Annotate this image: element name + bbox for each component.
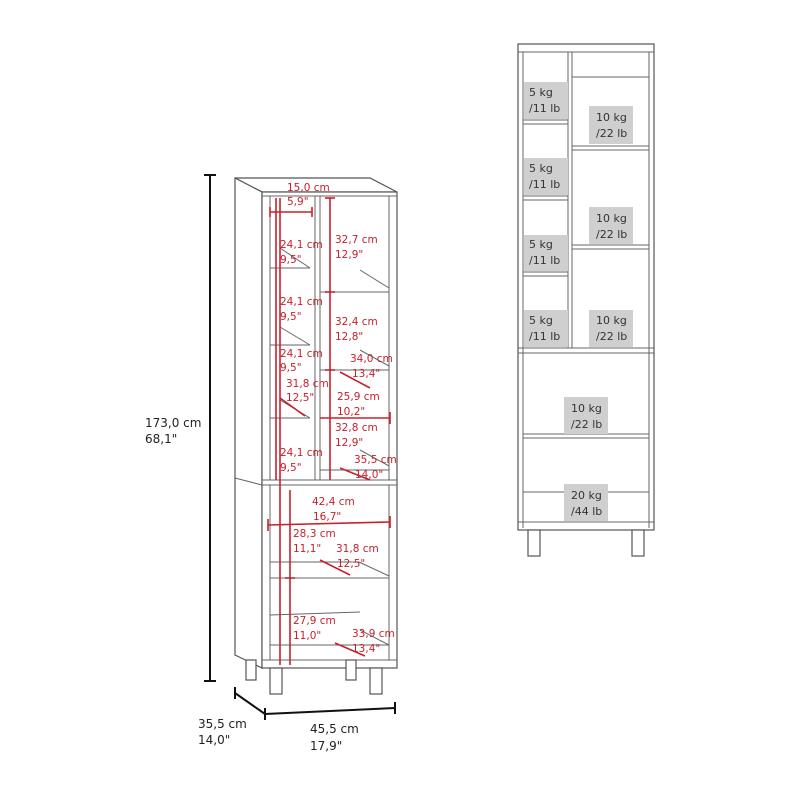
dim-label: 13,4" [352,368,380,380]
dim-label: 14,0" [355,469,383,481]
dim-label: 35,5 cm [354,454,397,466]
load-label: 5 kg [529,314,553,327]
dim-label: 9,5" [280,462,302,474]
dim-label: 12,5" [286,392,314,404]
height-label: 68,1" [145,432,177,446]
red-dimension-lines [267,197,391,665]
leg [345,659,357,681]
dim-label: 32,7 cm [335,234,378,246]
load-label: 10 kg [596,212,627,225]
leg [369,667,383,695]
load-label: /44 lb [571,505,602,518]
dim-label: 25,9 cm [337,391,380,403]
load-label: /11 lb [529,254,560,267]
dim-label: 34,0 cm [350,353,393,365]
dim-label: 9,5" [280,254,302,266]
right-cabinet [517,43,655,557]
dim-label: 27,9 cm [293,615,336,627]
depth-label: 14,0" [198,733,230,747]
dim-label: 24,1 cm [280,348,323,360]
dim-label: 24,1 cm [280,296,323,308]
load-label: /11 lb [529,102,560,115]
load-label: 5 kg [529,162,553,175]
dim-label: 11,0" [293,630,321,642]
dim-label: 42,4 cm [312,496,355,508]
load-label: /11 lb [529,178,560,191]
dim-label: 32,8 cm [335,422,378,434]
dim-label: 15,0 cm [287,182,330,194]
load-label: /22 lb [596,127,627,140]
dim-label: 11,1" [293,543,321,555]
width-label: 45,5 cm [310,722,359,736]
dim-label: 10,2" [337,406,365,418]
dim-label: 9,5" [280,311,302,323]
dim-label: 16,7" [313,511,341,523]
dim-label: 31,8 cm [286,378,329,390]
dim-label: 28,3 cm [293,528,336,540]
height-label: 173,0 cm [145,416,201,430]
load-label: 10 kg [596,314,627,327]
dimension-labels: 15,0 cm 5,9" 24,1 cm 9,5" 32,7 cm 12,9" … [280,182,397,655]
depth-label: 35,5 cm [198,717,247,731]
dim-label: 12,8" [335,331,363,343]
leg [631,529,645,557]
leg [269,667,283,695]
leg [245,659,257,681]
load-label: 10 kg [596,111,627,124]
dim-label: 12,9" [335,437,363,449]
load-label: 5 kg [529,238,553,251]
dim-label: 13,4" [352,643,380,655]
load-label: 20 kg [571,489,602,502]
load-labels: 5 kg /11 lb 10 kg /22 lb 5 kg /11 lb 10 … [524,82,633,521]
dim-label: 31,8 cm [336,543,379,555]
load-label: /22 lb [571,418,602,431]
load-label: /22 lb [596,228,627,241]
dim-label: 9,5" [280,362,302,374]
leg [527,529,541,557]
dim-label: 32,4 cm [335,316,378,328]
overall-dimensions: 173,0 cm 68,1" 35,5 cm 14,0" 45,5 cm 17,… [145,174,396,753]
dim-label: 24,1 cm [280,239,323,251]
load-label: 5 kg [529,86,553,99]
dim-label: 24,1 cm [280,447,323,459]
dim-label: 12,9" [335,249,363,261]
load-label: /22 lb [596,330,627,343]
dim-label: 33,9 cm [352,628,395,640]
dim-label: 12,5" [337,558,365,570]
load-label: 10 kg [571,402,602,415]
load-label: /11 lb [529,330,560,343]
width-label: 17,9" [310,739,342,753]
dim-label: 5,9" [287,196,309,208]
